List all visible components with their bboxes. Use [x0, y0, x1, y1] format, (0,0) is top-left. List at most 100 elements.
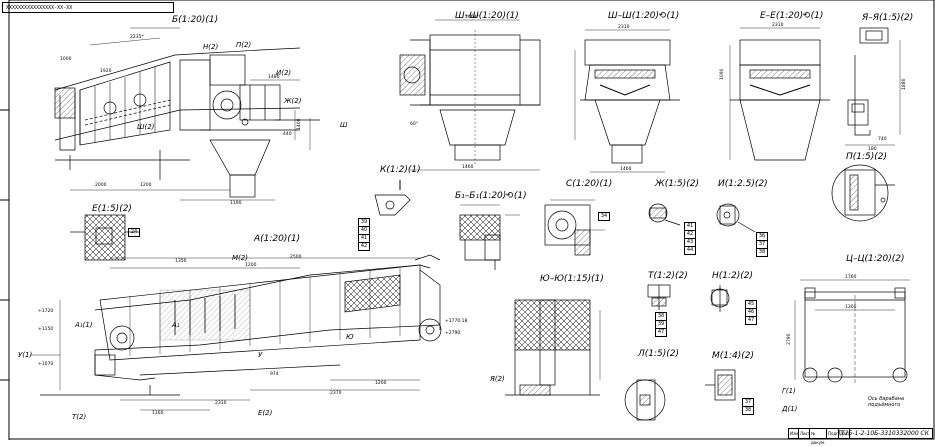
callout-sh-arrow: Ш: [340, 121, 348, 129]
weld-row: 45: [745, 300, 757, 309]
svg-text:2235*: 2235*: [130, 34, 144, 40]
callout-ya2: Я(2): [490, 375, 505, 383]
weld-row: 41: [358, 235, 370, 243]
svg-text:440: 440: [283, 131, 292, 137]
view-title-b1: Б₁–Б₁(1:20)⟲(1): [455, 191, 527, 201]
svg-text:740: 740: [878, 136, 887, 142]
tb-cell-date: Дата: [840, 429, 851, 438]
callout-a1: А₁: [172, 321, 180, 329]
view-title-k: К(1:2)(1): [380, 165, 421, 175]
callout-zh: Ж(2): [284, 97, 302, 105]
note-drum-axis: Ось барабана подъёмного: [868, 396, 905, 408]
svg-text:2500: 2500: [290, 254, 302, 260]
svg-text:1400: 1400: [296, 118, 302, 130]
view-title-e: Е–Е(1:20)⟲(1): [760, 11, 824, 21]
view-b1-drawing: [459, 204, 520, 270]
svg-text:1200: 1200: [245, 262, 257, 268]
weld-table-n: 45 46 47: [745, 300, 757, 325]
weld-row: 47: [655, 329, 667, 337]
callout-yu: Ю: [346, 333, 354, 341]
svg-text:180: 180: [868, 146, 877, 152]
view-l-drawing: [624, 379, 666, 421]
callout-e2: Е(2): [258, 409, 273, 417]
view-sh-rot-drawing: [574, 29, 680, 173]
view-k-drawing: [374, 180, 411, 216]
tb-cell-list: Лист: [800, 429, 811, 438]
weld-row: 44: [684, 247, 696, 255]
weld-table-e1: 24: [128, 228, 140, 237]
svg-text:+1720: +1720: [38, 308, 53, 314]
svg-text:1200: 1200: [375, 380, 387, 386]
view-title-b: Б(1:20)(1): [172, 15, 219, 25]
svg-text:+1070: +1070: [38, 361, 53, 367]
svg-text:2310: 2310: [618, 24, 630, 30]
weld-row: 24: [128, 228, 140, 237]
svg-text:1760: 1760: [845, 274, 857, 280]
svg-text:1920: 1920: [100, 68, 112, 74]
weld-row: 38: [756, 249, 768, 257]
svg-text:60°: 60°: [410, 121, 418, 127]
view-b-drawing: [54, 27, 320, 201]
svg-text:+1770.18: +1770.18: [445, 318, 468, 324]
callout-n: Н(2): [203, 43, 219, 51]
svg-text:1090: 1090: [719, 68, 725, 80]
callout-sh2: Ш(2): [137, 123, 155, 131]
weld-row: 42: [684, 231, 696, 239]
svg-text:974: 974: [270, 371, 279, 377]
weld-row: 41: [684, 222, 696, 231]
callout-t2: Т(2): [72, 413, 87, 421]
callout-u1: У(1): [18, 351, 33, 359]
view-yu-drawing: [505, 299, 601, 396]
weld-row: 39: [655, 321, 667, 329]
view-title-n: Н(1:2)(2): [712, 271, 754, 281]
view-sh-drawing: [399, 19, 541, 171]
view-title-sh-rot: Ш–Ш(1:20)⟲(1): [608, 11, 680, 21]
view-title-a: А(1:20)(1): [254, 234, 301, 244]
weld-row: 34: [598, 212, 610, 221]
view-title-i: И(1:2.5)(2): [718, 179, 768, 189]
weld-table-k: 39 40 41 42: [358, 218, 370, 251]
callout-g1: Г(1): [782, 387, 796, 395]
svg-text:+1150: +1150: [38, 326, 53, 332]
callout-i: И(2): [276, 69, 292, 77]
callout-a1-1: А₁(1): [75, 321, 93, 329]
tb-cell-doc: № докум.: [811, 429, 827, 445]
weld-table-zh: 41 42 43 44: [684, 222, 696, 255]
svg-text:1880: 1880: [901, 78, 907, 90]
svg-text:1480: 1480: [268, 74, 280, 80]
svg-text:2310: 2310: [215, 400, 227, 406]
view-title-sh: Ш–Ш(1:20)(1): [455, 11, 519, 21]
view-e1-drawing: [70, 214, 140, 261]
svg-text:1160: 1160: [152, 410, 164, 416]
svg-text:1190: 1190: [230, 200, 242, 206]
weld-table-m: 37 38: [742, 398, 754, 415]
svg-text:1468*: 1468*: [465, 14, 479, 20]
weld-table-i: 36 37 38: [756, 232, 768, 257]
weld-row: 43: [684, 239, 696, 247]
weld-row: 37: [742, 398, 754, 407]
weld-row: 38: [655, 312, 667, 321]
view-title-ts: Ц–Ц(1:20)(2): [846, 254, 905, 264]
tb-cell-izm: Изм: [790, 429, 799, 438]
view-title-yu: Ю–Ю(1:15)(1): [540, 274, 604, 284]
weld-table-s: 34: [598, 212, 610, 221]
weld-row: 39: [358, 218, 370, 227]
view-sh-dims: 1468*1460 60°: [410, 14, 479, 170]
view-title-e1: Е(1:5)(2): [92, 204, 132, 214]
view-ts-drawing: [794, 279, 910, 385]
view-title-m: М(1:4)(2): [712, 351, 755, 361]
weld-row: 42: [358, 243, 370, 251]
svg-text:2000: 2000: [95, 182, 107, 188]
view-title-l: Л(1:5)(2): [638, 349, 680, 359]
view-title-t: Т(1:2)(2): [648, 271, 688, 281]
view-t-drawing: [647, 284, 671, 310]
view-i-drawing: [716, 203, 756, 233]
view-m-drawing: [705, 369, 736, 401]
